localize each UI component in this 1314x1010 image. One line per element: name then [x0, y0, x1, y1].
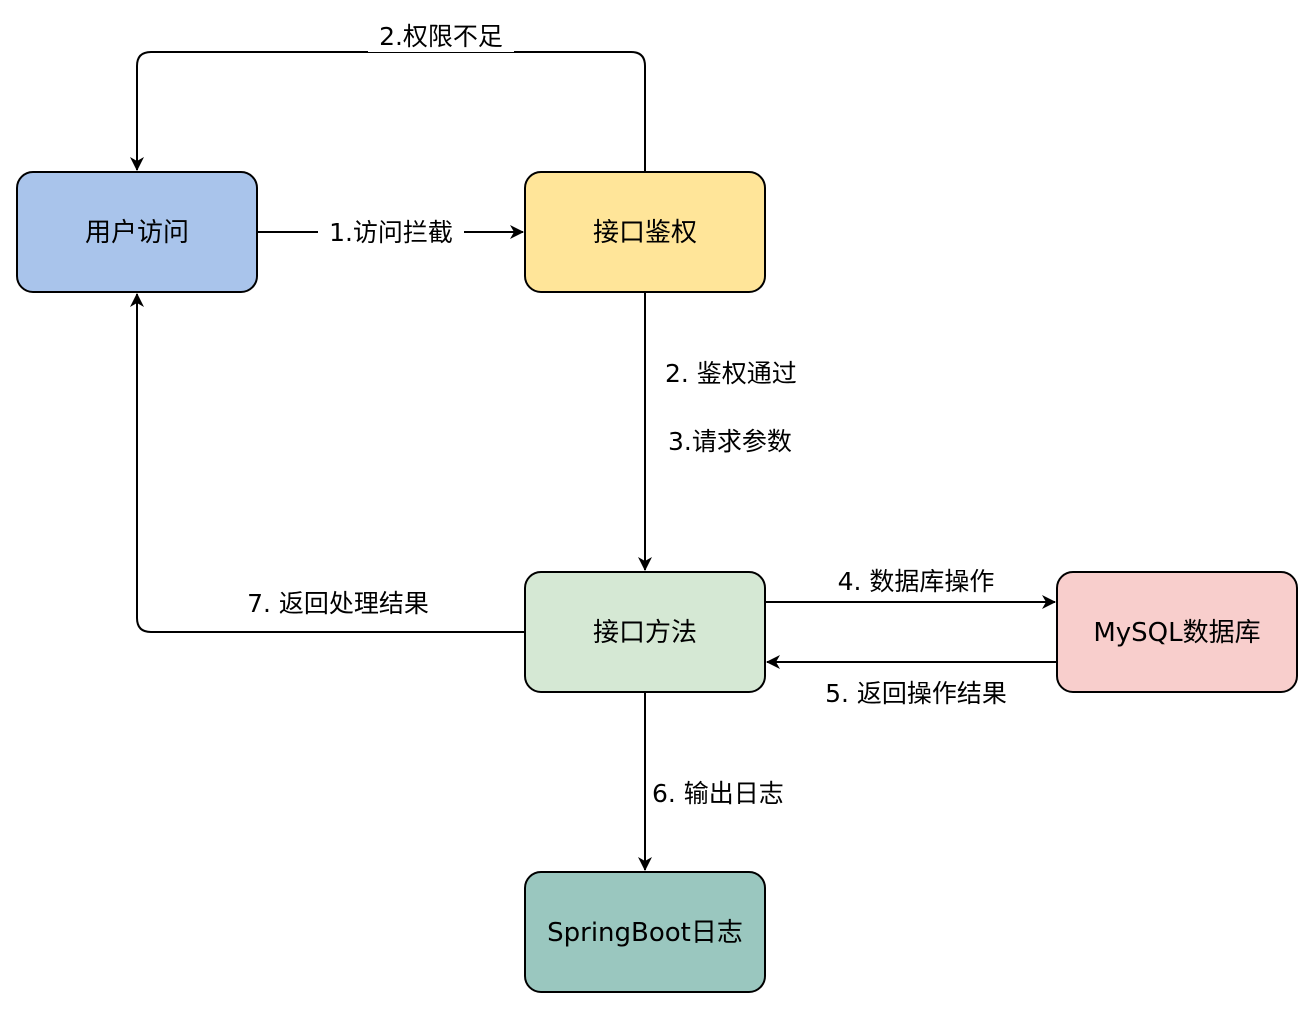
- node-label-mysql-db: MySQL数据库: [1093, 618, 1260, 648]
- edge-access-intercept: 1.访问拦截: [257, 216, 524, 248]
- edge-output-log: 6. 输出日志: [638, 693, 784, 871]
- edge-label-access-intercept: 1.访问拦截: [329, 218, 453, 247]
- node-springboot-log[interactable]: SpringBoot日志: [524, 871, 766, 993]
- edge-label-output-log: 6. 输出日志: [652, 779, 784, 808]
- node-label-springboot-log: SpringBoot日志: [547, 918, 743, 948]
- node-label-api-auth: 接口鉴权: [593, 218, 697, 248]
- edge-db-operation: 4. 数据库操作: [765, 567, 1056, 609]
- node-api-auth[interactable]: 接口鉴权: [524, 171, 766, 293]
- edge-return-result: 7. 返回处理结果: [130, 293, 525, 633]
- edge-return-op-result: 5. 返回操作结果: [766, 655, 1057, 708]
- node-user-access[interactable]: 用户访问: [16, 171, 258, 293]
- edge-label-return-op-result: 5. 返回操作结果: [825, 679, 1007, 708]
- edge-label-request-params: 3.请求参数: [668, 427, 792, 456]
- edge-label-db-operation: 4. 数据库操作: [838, 567, 995, 596]
- node-mysql-db[interactable]: MySQL数据库: [1056, 571, 1298, 693]
- edge-label-permission-denied: 2.权限不足: [379, 22, 503, 51]
- edge-label-auth-passed: 2. 鉴权通过: [665, 359, 797, 388]
- node-api-method[interactable]: 接口方法: [524, 571, 766, 693]
- edge-label-return-result: 7. 返回处理结果: [247, 589, 429, 618]
- node-label-user-access: 用户访问: [85, 218, 189, 248]
- edge-auth-to-method: 2. 鉴权通过 3.请求参数: [638, 293, 797, 571]
- edge-permission-denied: 2.权限不足: [130, 20, 646, 172]
- node-label-api-method: 接口方法: [593, 618, 697, 648]
